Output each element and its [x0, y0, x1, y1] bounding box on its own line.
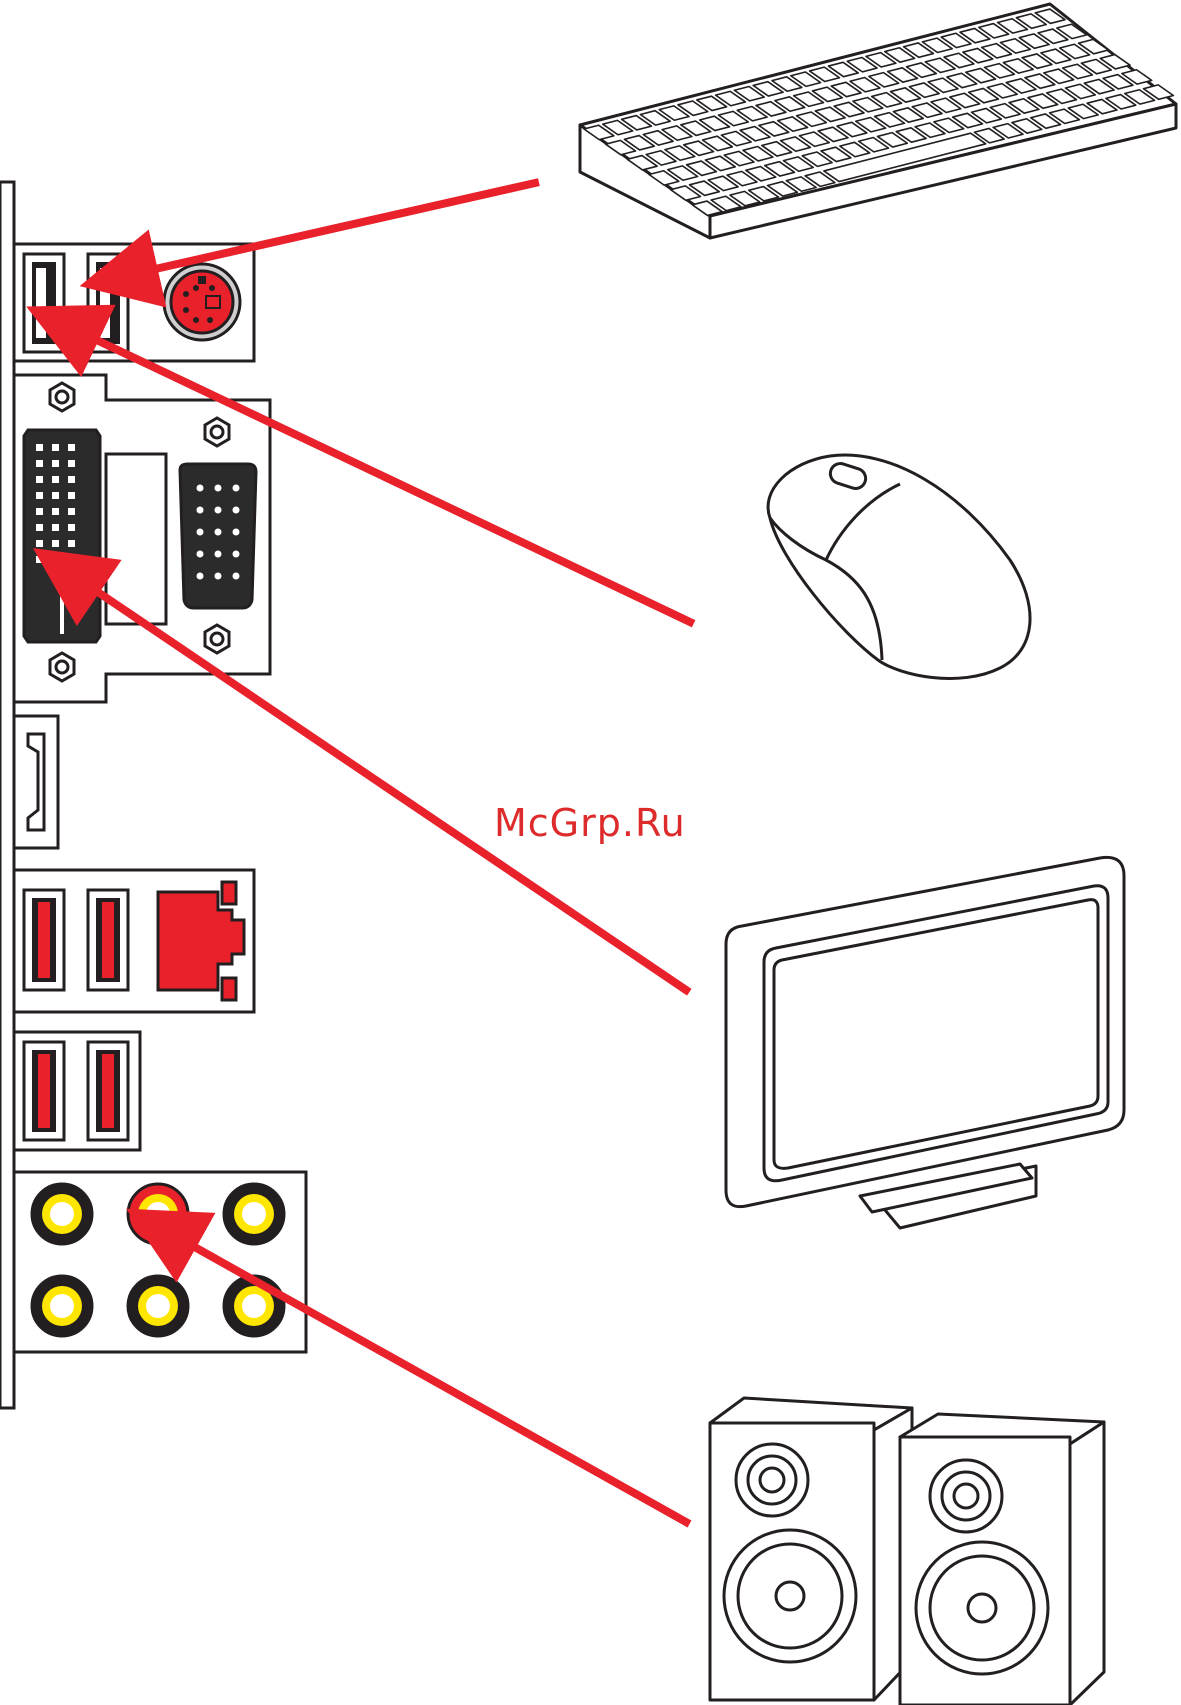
- dvi-pin: [52, 476, 59, 483]
- dvi-pin: [52, 508, 59, 515]
- dvi-pin: [68, 460, 75, 467]
- vga-pin: [215, 551, 222, 558]
- dvi-pin: [68, 476, 75, 483]
- arrow-keyboard: [142, 183, 535, 272]
- audio-jack-icon: [128, 1276, 188, 1336]
- usb3-port-icon: [88, 890, 128, 990]
- dvi-pin: [68, 556, 75, 563]
- audio-jack-icon: [32, 1276, 92, 1336]
- dvi-pin: [68, 540, 75, 547]
- arrow-speakers: [182, 1240, 686, 1522]
- dvi-port-icon: [24, 430, 100, 642]
- vga-pin: [233, 507, 240, 514]
- vga-pin: [197, 485, 204, 492]
- audio-jack-icon: [224, 1184, 284, 1244]
- vga-pin: [233, 551, 240, 558]
- video-block: [14, 375, 270, 702]
- dvi-pin: [52, 444, 59, 451]
- vga-pin: [233, 529, 240, 536]
- monitor-icon: [726, 857, 1124, 1228]
- ps2-port-icon: [164, 264, 240, 340]
- dvi-pin: [36, 540, 43, 547]
- dvi-pin: [36, 524, 43, 531]
- vga-pin: [197, 551, 204, 558]
- usb-ps2-block: [14, 244, 254, 361]
- vga-pin: [215, 507, 222, 514]
- hex-screw-icon: [50, 383, 74, 411]
- audio-jack-icon: [32, 1184, 92, 1244]
- hex-screw-icon: [205, 418, 229, 446]
- dvi-pin: [52, 540, 59, 547]
- dvi-pin: [68, 492, 75, 499]
- audio-jack-icon: [128, 1184, 188, 1244]
- mouse-icon: [768, 455, 1030, 678]
- usb-block-2: [14, 1032, 140, 1150]
- dvi-pin: [36, 556, 43, 563]
- vga-pin: [215, 529, 222, 536]
- dvi-pin: [52, 460, 59, 467]
- dvi-pin: [68, 508, 75, 515]
- usb-port-icon: [24, 254, 64, 352]
- usb3-port-icon: [24, 1042, 64, 1140]
- hex-screw-icon: [50, 653, 74, 681]
- vga-pin: [197, 507, 204, 514]
- dvi-pin: [52, 524, 59, 531]
- dvi-pin: [36, 460, 43, 467]
- dvi-pin: [52, 492, 59, 499]
- hex-screw-icon: [205, 625, 229, 653]
- vga-port-icon: [180, 464, 256, 608]
- dvi-pin: [68, 524, 75, 531]
- keyboard-icon: [580, 4, 1176, 238]
- usb3-port-icon: [88, 1042, 128, 1140]
- panel-bracket: [0, 182, 14, 1408]
- watermark-text: McGrp.Ru: [494, 801, 686, 845]
- vga-pin: [197, 573, 204, 580]
- usb3-port-icon: [24, 890, 64, 990]
- dvi-pin: [36, 492, 43, 499]
- dvi-pin: [36, 508, 43, 515]
- vga-pin: [215, 485, 222, 492]
- audio-jack-icon: [224, 1276, 284, 1336]
- dvi-pin: [36, 444, 43, 451]
- usb-lan-block: [14, 870, 254, 1012]
- vga-pin: [233, 485, 240, 492]
- speakers-icon: [710, 1398, 1104, 1705]
- video-divider: [106, 454, 166, 624]
- lan-port-icon: [158, 882, 244, 1000]
- dvi-pin: [36, 476, 43, 483]
- audio-block: [14, 1172, 306, 1352]
- dvi-pin: [52, 556, 59, 563]
- vga-pin: [215, 573, 222, 580]
- dvi-pin: [68, 444, 75, 451]
- hdmi-port-icon: [14, 716, 58, 848]
- vga-pin: [197, 529, 204, 536]
- vga-pin: [233, 573, 240, 580]
